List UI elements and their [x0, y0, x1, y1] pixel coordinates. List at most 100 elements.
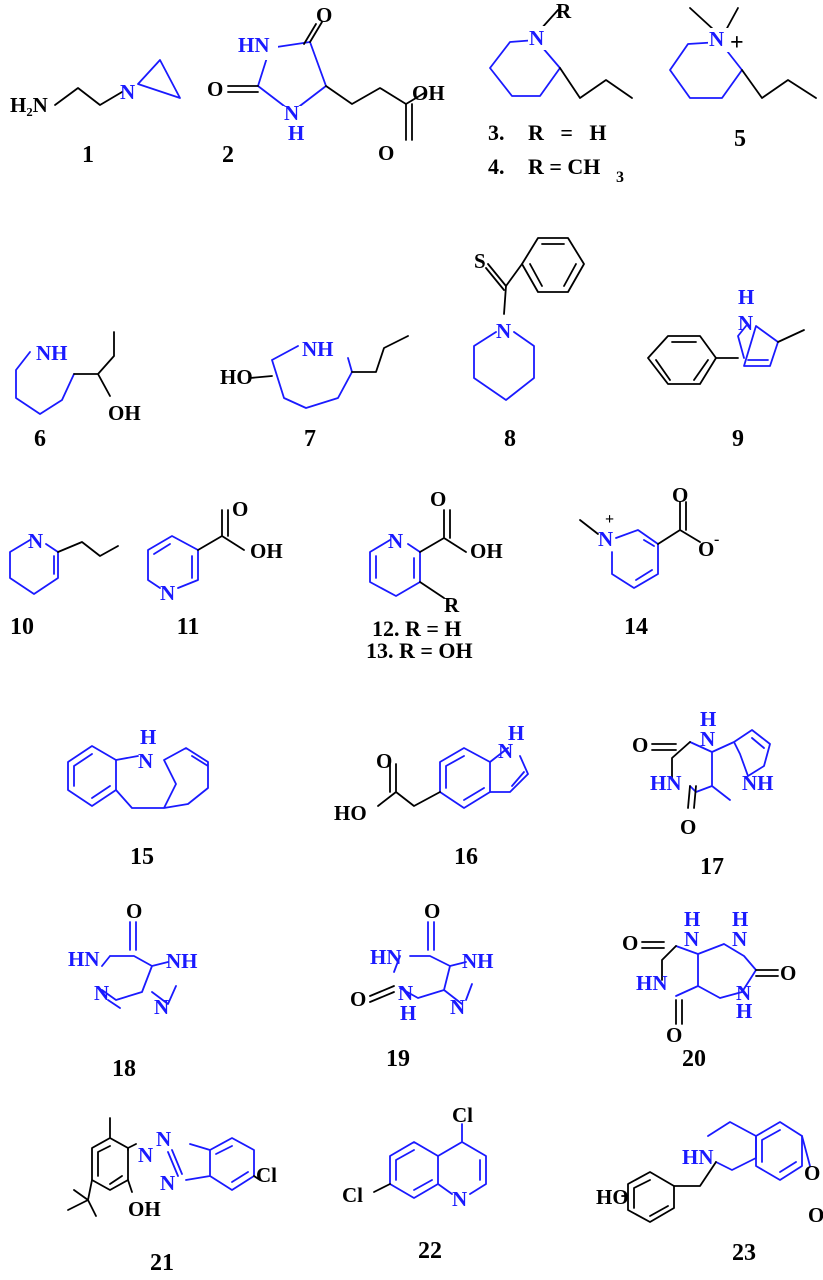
atom-n2: N	[732, 927, 747, 951]
atom-h2: H	[732, 907, 748, 931]
atom-n: N	[496, 319, 511, 343]
atom-n-right: N	[450, 995, 465, 1019]
atom-cl: Cl	[256, 1163, 277, 1187]
compound-number-21: 21	[150, 1250, 174, 1276]
compound-number-14: 14	[624, 614, 648, 640]
atom-o-left: O	[207, 77, 223, 101]
compound-number-10: 10	[10, 614, 34, 640]
atom-h: H	[400, 1001, 416, 1025]
charge-minus: -	[714, 531, 719, 548]
compound-17: H N O HN NH O 17	[632, 707, 774, 880]
compound-2: HN O O N H OH O 2	[207, 3, 445, 168]
compound-number-2: 2	[222, 142, 234, 168]
atom-r: R	[444, 593, 460, 617]
atom-o-top: O	[424, 899, 440, 923]
compound-10: N 10	[9, 529, 119, 640]
atom-n: N	[120, 80, 135, 104]
compound-number-20: 20	[682, 1046, 706, 1072]
compound-21: N N N Cl OH 21	[67, 1117, 277, 1276]
atom-o: O	[430, 487, 446, 511]
atom-hn: HN	[636, 971, 668, 995]
compound-18: O HN NH N N 18	[68, 899, 198, 1082]
compound-3-definition: R = H	[528, 120, 607, 145]
compound-4-definition: R = CH	[528, 154, 600, 179]
atom-n: N	[598, 527, 613, 551]
atom-oh: OH	[250, 539, 283, 563]
compound-6: NH OH 6	[15, 331, 141, 452]
compound-number-7: 7	[304, 426, 316, 452]
atom-s: S	[474, 249, 486, 273]
compound-5: N + 5	[669, 7, 817, 152]
atom-n: N	[498, 739, 513, 763]
atom-n: N	[738, 311, 753, 335]
compound-3-4: N R 3. R = H 4. R = CH 3	[488, 0, 633, 186]
atom-oh: OH	[108, 401, 141, 425]
atom-o-left: O	[622, 931, 638, 955]
atom-h2n: H₂N	[10, 93, 48, 117]
atom-h-lower: H	[736, 999, 752, 1023]
compound-1: H₂N N 1	[10, 59, 181, 168]
compound-number-22: 22	[418, 1238, 442, 1264]
compound-13-definition: 13. R = OH	[366, 638, 473, 663]
atom-h: H	[738, 285, 754, 309]
atom-o-left: O	[632, 733, 648, 757]
compound-number-16: 16	[454, 844, 478, 870]
r-group: R	[556, 0, 572, 23]
compound-16: H N O HO 16	[334, 721, 529, 870]
atom-o-bottom: O	[666, 1023, 682, 1047]
atom-o-left: O	[350, 987, 366, 1011]
atom-nh: NH	[302, 337, 334, 361]
compound-14: N + O O - 14	[579, 483, 719, 640]
atom-hn: HN	[370, 945, 402, 969]
atom-ho: HO	[596, 1185, 629, 1209]
atom-hn: HN	[650, 771, 682, 795]
atom-h: H	[288, 121, 304, 145]
atom-n1: N	[684, 927, 699, 951]
atom-o: O	[126, 899, 142, 923]
atom-n: N	[28, 529, 43, 553]
atom-cl-left: Cl	[342, 1183, 363, 1207]
atom-n: N	[709, 27, 724, 51]
compound-20: H H N N O O HN N H O 20	[622, 907, 796, 1072]
atom-nh: NH	[462, 949, 494, 973]
compound-12-13: N O OH R 12. R = H 13. R = OH	[366, 487, 503, 663]
atom-nh: NH	[36, 341, 68, 365]
atom-h: H	[700, 707, 716, 731]
atom-o-bottom: O	[378, 141, 394, 165]
atom-oh: OH	[412, 81, 445, 105]
atom-n: N	[398, 981, 413, 1005]
compound-number-9: 9	[732, 426, 744, 452]
charge-plus: +	[605, 511, 614, 528]
compound-number-18: 18	[112, 1056, 136, 1082]
atom-n3: N	[160, 1171, 175, 1195]
atom-o2: O	[808, 1203, 823, 1227]
atom-nh: N	[284, 101, 299, 125]
atom-hn: HN	[238, 33, 270, 57]
atom-o: O	[376, 749, 392, 773]
atom-n: N	[138, 749, 153, 773]
atom-oh: OH	[128, 1197, 161, 1221]
atom-n1: N	[138, 1143, 153, 1167]
atom-h: H	[508, 721, 524, 745]
compound-9: H N 9	[647, 285, 805, 452]
compound-19: O HN NH O N H N 19	[350, 899, 494, 1072]
atom-ho: HO	[334, 801, 367, 825]
compound-11: O OH N 11	[147, 497, 283, 640]
atom-n-right: N	[154, 995, 169, 1019]
atom-n: N	[529, 26, 544, 50]
atom-n: N	[700, 727, 715, 751]
atom-cl-top: Cl	[452, 1103, 473, 1127]
compound-number-8: 8	[504, 426, 516, 452]
compound-number-1: 1	[82, 142, 94, 168]
compound-number-19: 19	[386, 1046, 410, 1072]
atom-h: H	[140, 725, 156, 749]
atom-n: N	[160, 581, 175, 605]
atom-nh: NH	[166, 949, 198, 973]
atom-nh: NH	[742, 771, 774, 795]
compound-number-11: 11	[177, 614, 200, 640]
compound-number-23: 23	[732, 1240, 756, 1266]
atom-o: O	[232, 497, 248, 521]
compound-number-17: 17	[700, 854, 724, 880]
atom-ho: HO	[220, 365, 253, 389]
